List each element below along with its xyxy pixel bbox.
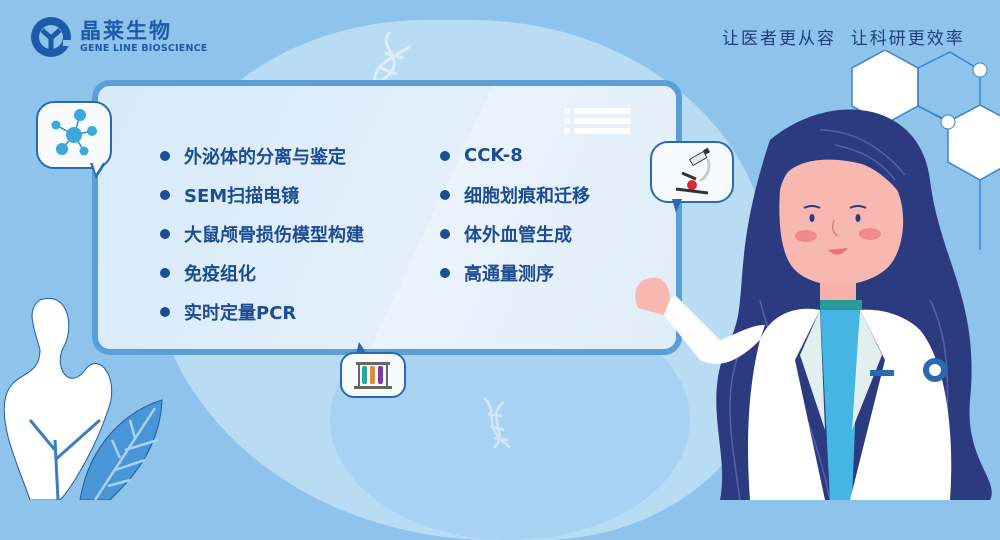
bullet-icon [440, 189, 450, 200]
service-label: 细胞划痕和迁移 [464, 185, 590, 207]
service-label: 实时定量PCR [184, 302, 297, 324]
service-label: 体外血管生成 [464, 224, 572, 246]
service-item: 细胞划痕和迁移 [438, 175, 590, 214]
scientist-illustration [635, 109, 992, 500]
leaf-decoration [3, 297, 163, 500]
bullet-icon [440, 228, 450, 239]
bullet-icon [160, 150, 170, 161]
bullet-icon [160, 189, 170, 200]
bullet-icon [160, 228, 170, 239]
bullet-icon [160, 267, 170, 278]
brand-name-cn: 晶莱生物 [80, 19, 172, 43]
service-label: 外泌体的分离与鉴定 [184, 146, 346, 168]
microscope-bubble [650, 141, 734, 213]
brand-name-en: GENE LINE BIOSCIENCE [80, 43, 208, 54]
logo-mark-icon [31, 17, 72, 57]
services-panel [92, 80, 682, 355]
service-item: 实时定量PCR [158, 292, 364, 331]
brand-logo: 晶莱生物 GENE LINE BIOSCIENCE [30, 16, 207, 58]
test-tubes-icon [354, 362, 392, 389]
service-label: 免疫组化 [184, 263, 256, 285]
service-label: 大鼠颅骨损伤模型构建 [184, 224, 364, 246]
service-label: CCK-8 [464, 145, 523, 166]
bullet-icon [160, 306, 170, 317]
slogan: 让医者更从容 让科研更效率 [722, 29, 965, 49]
service-item: 大鼠颅骨损伤模型构建 [158, 214, 364, 253]
service-item: 高通量测序 [438, 253, 590, 292]
bullet-icon [440, 267, 450, 278]
service-item: CCK-8 [438, 136, 590, 175]
services-list-left: 外泌体的分离与鉴定 SEM扫描电镜 大鼠颅骨损伤模型构建 免疫组化 实时定量PC… [158, 136, 364, 331]
services-list-right: CCK-8 细胞划痕和迁移 体外血管生成 高通量测序 [438, 136, 590, 292]
service-item: SEM扫描电镜 [158, 175, 364, 214]
list-decoration-icon [564, 108, 630, 138]
service-item: 免疫组化 [158, 253, 364, 292]
test-tubes-bubble [340, 342, 406, 398]
microscope-icon [675, 147, 711, 195]
service-item: 外泌体的分离与鉴定 [158, 136, 364, 175]
service-label: 高通量测序 [464, 263, 554, 285]
bullet-icon [440, 150, 450, 161]
service-label: SEM扫描电镜 [184, 185, 300, 207]
molecule-bubble [36, 101, 112, 179]
molecule-icon [51, 109, 97, 156]
dna-icon [483, 397, 511, 449]
service-item: 体外血管生成 [438, 214, 590, 253]
